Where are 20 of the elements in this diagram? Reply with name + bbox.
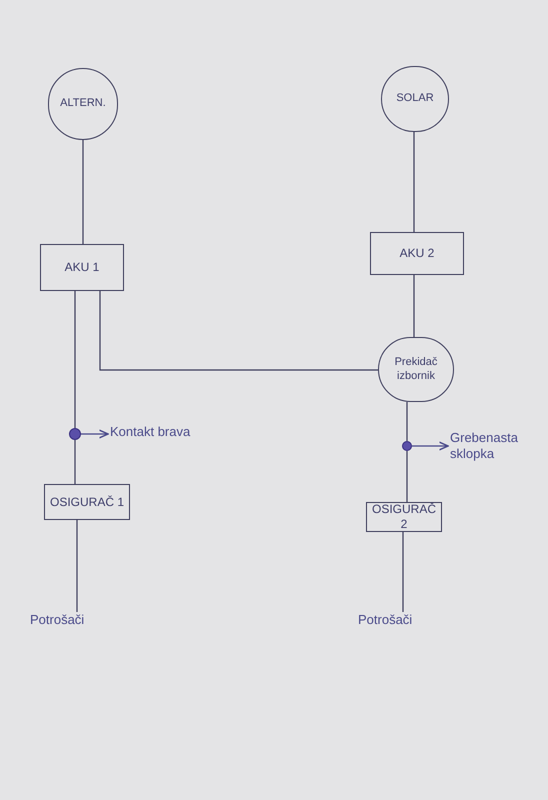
- wire: [82, 140, 84, 244]
- wire: [74, 291, 76, 428]
- wire: [406, 402, 408, 441]
- arrow: [81, 429, 109, 439]
- process-box: AKU 2: [370, 232, 464, 275]
- arrow: [412, 441, 449, 451]
- text-label: Potrošači: [30, 612, 120, 638]
- wire: [413, 132, 415, 232]
- wire: [76, 520, 78, 612]
- process-box: OSIGURAČ 2: [366, 502, 442, 532]
- text-label: Potrošači: [358, 612, 448, 638]
- wire: [406, 451, 408, 502]
- text-label: Kontakt brava: [110, 424, 200, 444]
- wire: [74, 440, 76, 484]
- wire: [99, 291, 378, 371]
- text-label: Grebenasta sklopka: [450, 430, 540, 472]
- process-box: OSIGURAČ 1: [44, 484, 130, 520]
- process-box: AKU 1: [40, 244, 124, 291]
- wire: [402, 532, 404, 612]
- wire: [413, 275, 415, 337]
